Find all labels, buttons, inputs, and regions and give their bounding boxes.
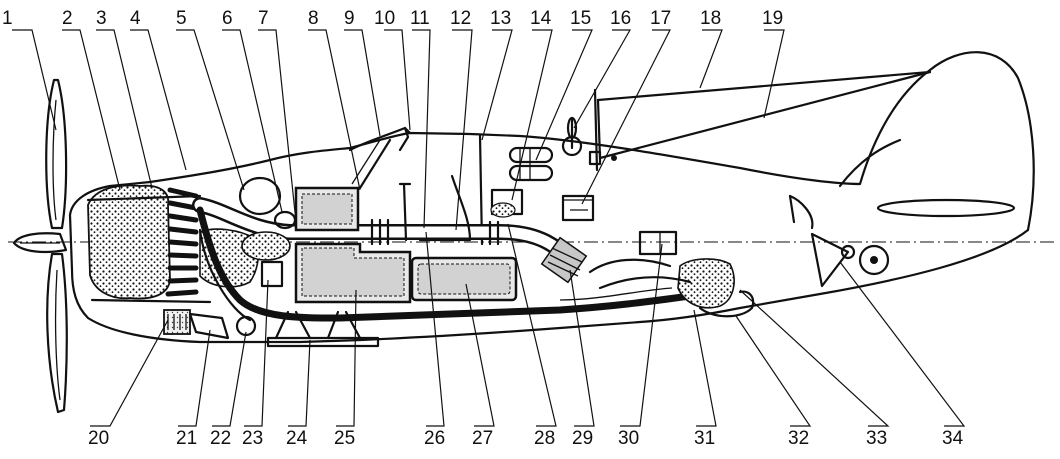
belly-structure [260, 260, 380, 348]
label-29: 29 [572, 428, 593, 449]
fuel-tanks [294, 186, 518, 304]
bottom-labels: 20 21 22 23 24 25 26 27 28 29 30 31 32 3… [88, 428, 964, 449]
label-20: 20 [88, 428, 109, 449]
label-1: 1 [2, 8, 13, 29]
label-26: 26 [424, 428, 445, 449]
exhaust-stacks [165, 187, 199, 297]
label-22: 22 [210, 428, 231, 449]
label-11: 11 [410, 8, 430, 29]
label-34: 34 [942, 428, 964, 449]
label-24: 24 [286, 428, 308, 449]
leader-lines [12, 29, 966, 427]
tail-wheel [810, 232, 890, 288]
label-7: 7 [258, 8, 269, 29]
label-9: 9 [344, 8, 355, 29]
cockpit-seat [398, 174, 524, 242]
fuselage-outline [68, 51, 1035, 344]
radio-box [561, 194, 595, 222]
label-25: 25 [334, 428, 355, 449]
label-23: 23 [242, 428, 263, 449]
oil-cooler [163, 309, 257, 340]
tail [596, 70, 1016, 230]
radiator [540, 230, 755, 318]
label-6: 6 [222, 8, 233, 29]
label-19: 19 [762, 8, 783, 29]
coolant-header [238, 176, 297, 261]
label-16: 16 [610, 8, 631, 29]
top-labels: 1 2 3 4 5 6 7 8 9 10 11 12 13 14 15 16 1… [2, 8, 783, 29]
label-15: 15 [570, 8, 591, 29]
engine [86, 184, 260, 304]
label-27: 27 [472, 428, 493, 449]
label-2: 2 [62, 8, 73, 29]
label-17: 17 [650, 8, 671, 29]
label-13: 13 [490, 8, 511, 29]
label-8: 8 [308, 8, 319, 29]
lower-pipe [196, 206, 694, 322]
oxygen-bottles [508, 146, 554, 182]
label-31: 31 [694, 428, 715, 449]
label-14: 14 [530, 8, 552, 29]
antenna-mast [561, 88, 617, 172]
canopy [348, 126, 484, 246]
label-30: 30 [618, 428, 639, 449]
label-21: 21 [176, 428, 197, 449]
label-18: 18 [700, 8, 721, 29]
label-32: 32 [788, 428, 809, 449]
label-33: 33 [866, 428, 887, 449]
label-10: 10 [374, 8, 395, 29]
label-28: 28 [534, 428, 555, 449]
label-3: 3 [96, 8, 107, 29]
label-12: 12 [450, 8, 471, 29]
label-5: 5 [176, 8, 187, 29]
propeller [12, 78, 68, 414]
label-4: 4 [130, 8, 141, 29]
